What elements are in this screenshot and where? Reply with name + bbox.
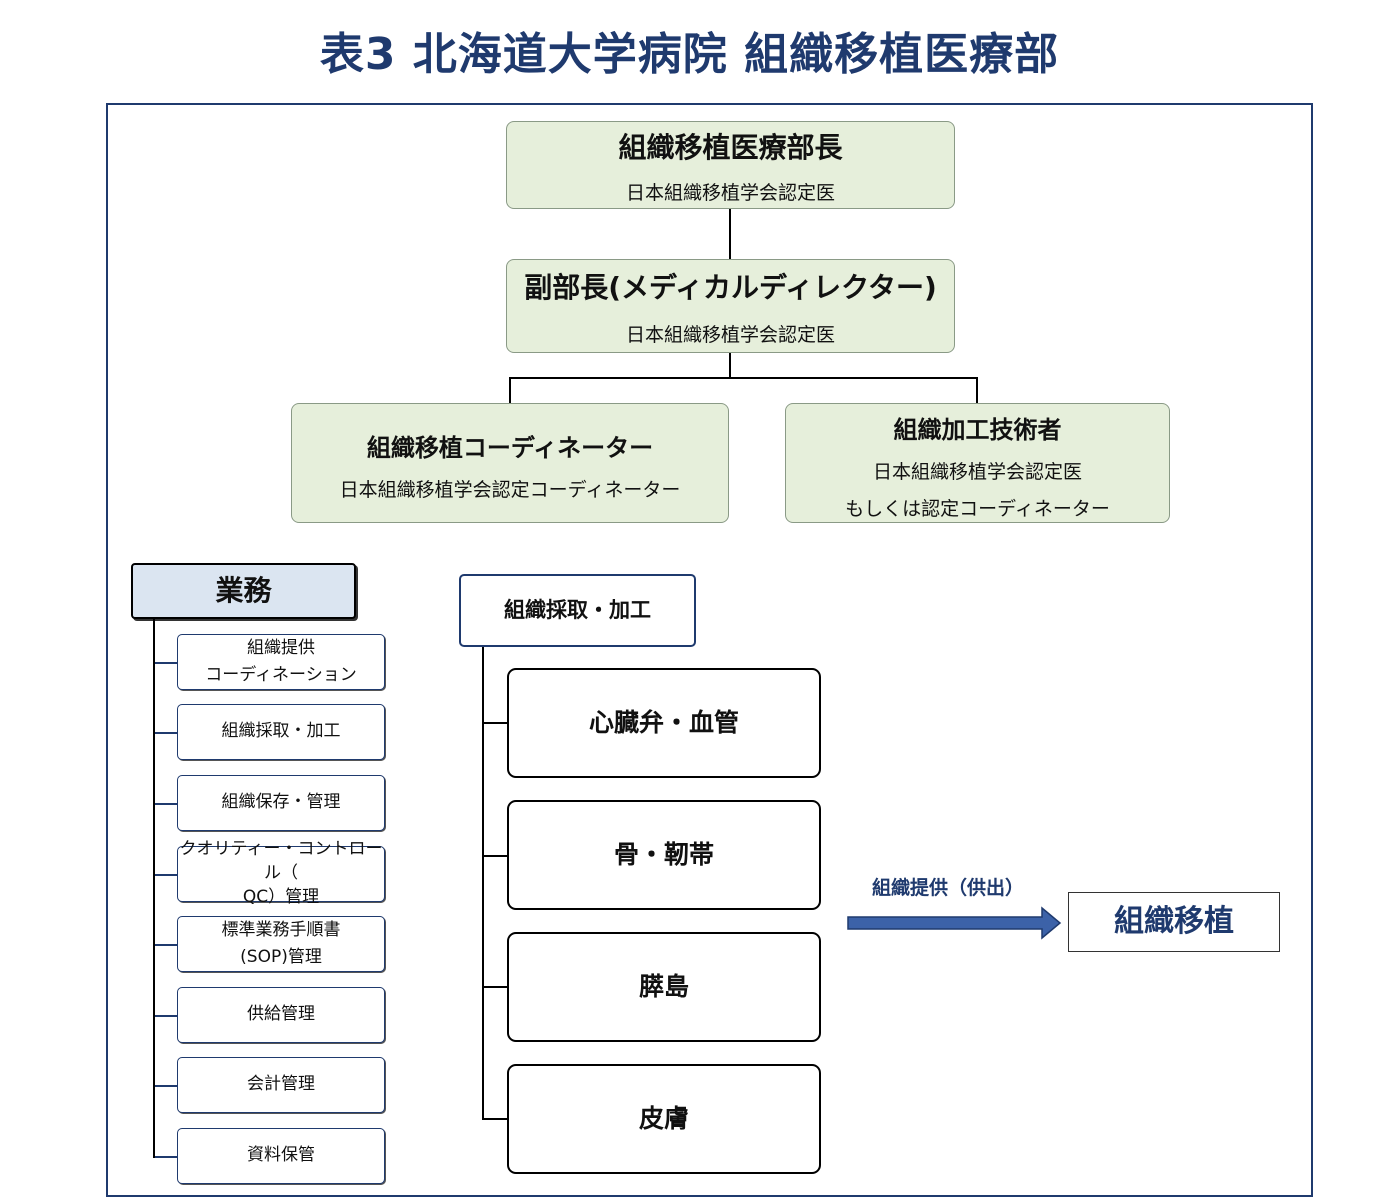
connector-line (976, 377, 978, 403)
technician-qualification-alt: もしくは認定コーディネーター (845, 498, 1110, 520)
connector-line (729, 209, 731, 259)
department-head-title: 組織移植医療部長 (618, 131, 843, 164)
duties-heading: 業務 (131, 563, 356, 619)
coordinator-box: 組織移植コーディネーター 日本組織移植学会認定コーディネーター (291, 403, 729, 523)
duty-item-label: 組織提供 (247, 637, 315, 658)
duties-branch (155, 1015, 177, 1017)
procurement-branch (482, 855, 507, 857)
deputy-head-box: 副部長(メディカルディレクター) 日本組織移植学会認定医 (506, 259, 955, 353)
duty-item-label: 組織採取・加工 (221, 721, 341, 742)
duty-item-label: クオリティー・コントロール（ (179, 839, 383, 884)
duties-spine (153, 619, 155, 1158)
connector-line (729, 353, 731, 378)
duties-branch (155, 1085, 177, 1087)
duty-item-label: 組織保存・管理 (221, 792, 341, 813)
duties-branch (155, 732, 177, 734)
duty-item-label: コーディネーション (205, 665, 357, 685)
duties-branch (155, 803, 177, 805)
duty-item-label: 標準業務手順書 (221, 919, 341, 940)
deputy-head-qualification: 日本組織移植学会認定医 (625, 324, 835, 346)
page-title: 表3 北海道大学病院 組織移植医療部 (319, 29, 1060, 80)
deputy-head-title: 副部長(メディカルディレクター) (524, 271, 937, 304)
connector-line (509, 377, 978, 379)
duty-item-quality-control: クオリティー・コントロール（ QC）管理 (177, 839, 385, 907)
technician-title: 組織加工技術者 (893, 416, 1062, 444)
department-head-qualification: 日本組織移植学会認定医 (625, 182, 835, 204)
procurement-heading: 組織採取・加工 (459, 574, 696, 647)
duty-item-accounting: 会計管理 (177, 1057, 385, 1113)
duty-item-label: QC）管理 (242, 886, 320, 907)
duty-item-label: 資料保管 (247, 1145, 315, 1166)
technician-qualification: 日本組織移植学会認定医 (872, 461, 1082, 483)
duty-item-tissue-donation-coordination: 組織提供 コーディネーション (177, 634, 385, 690)
tissue-bone-ligament: 骨・靭帯 (507, 800, 821, 910)
duty-item-storage-management: 組織保存・管理 (177, 775, 385, 831)
department-head-box: 組織移植医療部長 日本組織移植学会認定医 (506, 121, 955, 209)
duty-item-sop-management: 標準業務手順書 (SOP)管理 (177, 916, 385, 972)
transplant-destination: 組織移植 (1068, 892, 1280, 952)
duty-item-supply-management: 供給管理 (177, 987, 385, 1043)
duty-item-procurement-processing: 組織採取・加工 (177, 704, 385, 760)
procurement-branch (482, 1118, 507, 1120)
technician-box: 組織加工技術者 日本組織移植学会認定医 もしくは認定コーディネーター (785, 403, 1170, 523)
procurement-spine (482, 647, 484, 1120)
connector-line (509, 377, 511, 403)
coordinator-title: 組織移植コーディネーター (366, 434, 654, 462)
duties-branch (155, 1156, 177, 1158)
duty-item-records-storage: 資料保管 (177, 1128, 385, 1184)
duty-item-label: 供給管理 (247, 1004, 315, 1025)
duties-branch (155, 944, 177, 946)
diagram-frame (106, 103, 1313, 1197)
coordinator-qualification: 日本組織移植学会認定コーディネーター (339, 479, 681, 501)
duties-branch (155, 874, 177, 876)
duties-branch (155, 662, 177, 664)
procurement-branch (482, 986, 507, 988)
tissue-heart-valve-vessel: 心臓弁・血管 (507, 668, 821, 778)
tissue-pancreatic-islet: 膵島 (507, 932, 821, 1042)
supply-arrow-label: 組織提供（供出） (872, 877, 1025, 899)
procurement-branch (482, 722, 507, 724)
duty-item-label: 会計管理 (247, 1074, 315, 1095)
tissue-skin: 皮膚 (507, 1064, 821, 1174)
supply-arrow-icon (847, 906, 1062, 940)
duty-item-label: (SOP)管理 (240, 947, 322, 967)
